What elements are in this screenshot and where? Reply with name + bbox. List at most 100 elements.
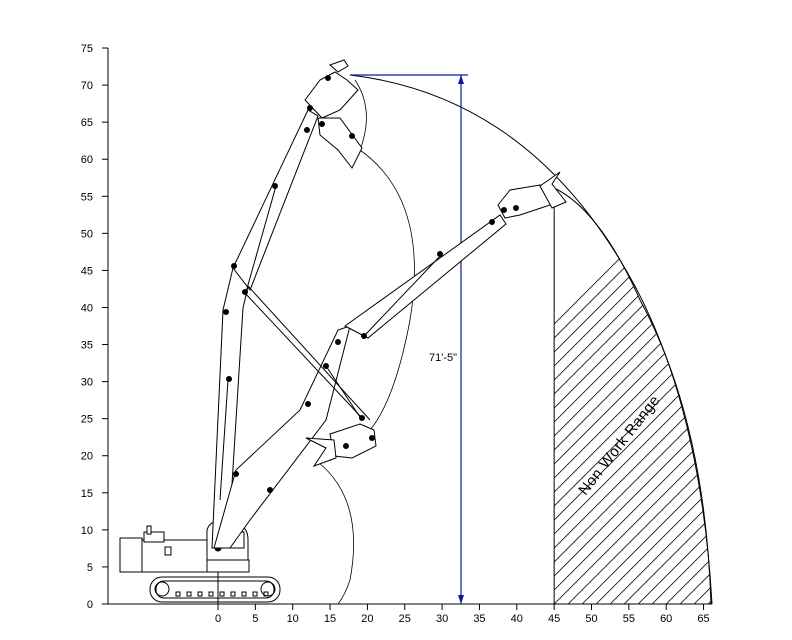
hatch-line <box>693 188 712 604</box>
y-tick-label: 50 <box>81 228 93 240</box>
boom-pin-b <box>231 263 237 269</box>
x-tick-label: 15 <box>324 613 336 625</box>
non-work-range-hatching <box>554 174 792 604</box>
track-roller <box>186 591 192 597</box>
hatch-line <box>554 188 712 604</box>
hatch-line <box>637 188 712 604</box>
x-tick-label: 35 <box>473 613 485 625</box>
hatch-line <box>554 188 712 604</box>
boom-pin-d <box>223 309 229 315</box>
y-tick-label: 40 <box>81 302 93 314</box>
boom-pin-c <box>242 289 248 295</box>
hatch-line <box>665 188 712 604</box>
hatch-line <box>595 188 712 604</box>
track-inner <box>155 580 275 599</box>
mid-pin-f <box>361 333 367 339</box>
hatch-line <box>554 188 712 604</box>
y-tick-label: 60 <box>81 154 93 166</box>
x-tick-label: 25 <box>399 613 411 625</box>
stick-cylinder-extended <box>365 253 443 335</box>
hatch-line <box>554 188 712 604</box>
attachment-extended-jaw <box>539 171 567 209</box>
boom-cylinder-raised <box>219 379 229 501</box>
stick-raised <box>232 109 319 292</box>
hatch-line <box>554 188 712 604</box>
x-tick-label: 30 <box>436 613 448 625</box>
y-tick-label: 30 <box>81 377 93 389</box>
front-raised-position <box>211 59 363 549</box>
upper-house <box>141 539 208 573</box>
hatch-line <box>554 188 712 604</box>
hatch-line <box>778 174 792 604</box>
x-tick-label: 55 <box>623 613 635 625</box>
attachment-extended-pin-a <box>501 207 507 213</box>
attachment-lowered-pin-a <box>359 415 365 421</box>
x-tick-label: 10 <box>287 613 299 625</box>
x-tick-label: 45 <box>548 613 560 625</box>
brace-arm-extended <box>243 291 363 419</box>
dimension-arrow-bottom <box>458 595 464 604</box>
attachment-lowered-body <box>329 423 377 459</box>
hatch-line <box>554 188 712 604</box>
inner-arc-lower <box>317 461 355 605</box>
attachment-raised-pin-c <box>319 121 325 127</box>
hatch-line <box>554 188 712 604</box>
hatch-line <box>554 188 712 604</box>
hatch-line <box>554 188 712 604</box>
hatch-line <box>554 188 712 604</box>
hatch-line <box>736 174 792 604</box>
hatch-line <box>554 188 712 604</box>
hatch-line <box>750 174 792 604</box>
hatch-line <box>609 188 712 604</box>
x-tick-label: 60 <box>660 613 672 625</box>
y-tick-label: 15 <box>81 488 93 500</box>
attachment-lowered-pin-c <box>343 443 349 449</box>
stick-extended <box>344 214 507 339</box>
stick-pin-a <box>272 183 278 189</box>
x-tick-label: 0 <box>215 613 221 625</box>
attachment-lowered-pin-b <box>369 435 375 441</box>
boom-pin-a <box>226 376 232 382</box>
hatch-line <box>707 188 712 604</box>
track-idler-front <box>154 581 170 597</box>
mid-pin-g <box>437 251 443 257</box>
mid-pin-b <box>267 487 273 493</box>
dimension-arrow-top <box>458 75 464 84</box>
y-tick-label: 75 <box>81 43 93 55</box>
dimension-label: 71'-5" <box>429 352 457 364</box>
outer-reach-arc <box>349 74 713 605</box>
front-lowered-position <box>305 365 377 467</box>
y-tick-label: 10 <box>81 525 93 537</box>
hatch-line <box>623 188 712 604</box>
stick-pin-b <box>304 127 310 133</box>
hatch-line <box>554 188 712 604</box>
x-tick-label: 20 <box>361 613 373 625</box>
hatch-line <box>581 188 712 604</box>
hatch-line <box>679 188 712 604</box>
hatch-line <box>554 188 712 604</box>
x-tick-label: 65 <box>697 613 709 625</box>
y-tick-label: 20 <box>81 451 93 463</box>
hatch-line <box>554 188 712 604</box>
engine-cover <box>143 531 165 543</box>
track-roller <box>263 591 269 597</box>
track-roller <box>219 591 225 597</box>
track-roller <box>230 591 236 597</box>
attachment-lowered-jaw <box>305 437 337 467</box>
non-work-range-region: Non Work Range <box>553 174 792 605</box>
y-tick-label: 0 <box>87 599 93 611</box>
counterweight <box>119 537 143 573</box>
attachment-raised-pin-b <box>307 105 313 111</box>
x-tick-label: 40 <box>511 613 523 625</box>
hatch-line <box>554 188 712 604</box>
mid-pin-c <box>305 401 311 407</box>
attachment-raised-pin-d <box>349 133 355 139</box>
y-tick-label: 65 <box>81 117 93 129</box>
attachment-raised-head <box>304 71 359 119</box>
hatch-line <box>764 174 792 604</box>
attachment-extended-pin-b <box>513 205 519 211</box>
